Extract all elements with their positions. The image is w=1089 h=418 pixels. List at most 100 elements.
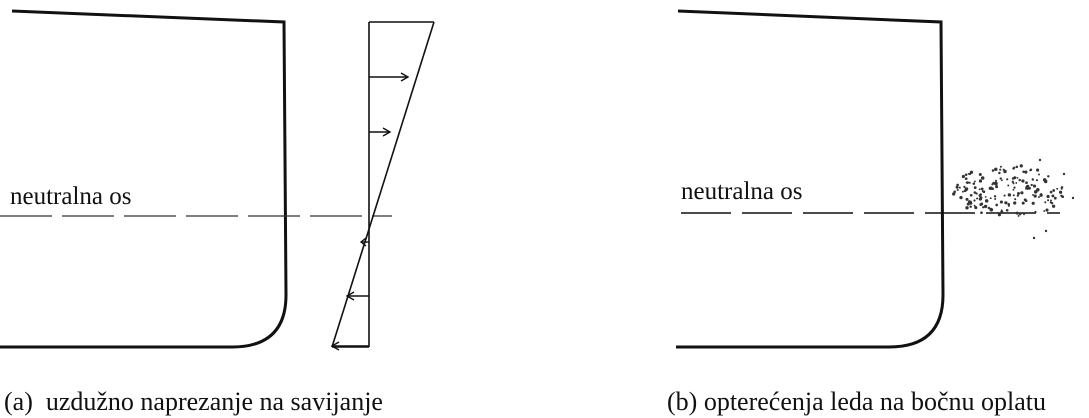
- ice-particle: [959, 195, 963, 200]
- ice-particle: [1032, 236, 1036, 240]
- caption-b: (b) opterećenja leda na bočnu oplatu: [667, 387, 1046, 416]
- ice-particle: [1032, 184, 1037, 188]
- ice-particle: [982, 206, 985, 209]
- ice-particle: [1014, 198, 1017, 201]
- ice-particle: [965, 197, 969, 201]
- ice-particle: [1053, 196, 1057, 200]
- ice-particle: [969, 171, 973, 174]
- ice-particle: [956, 188, 959, 192]
- ice-particle: [1016, 194, 1019, 197]
- ice-particle: [994, 179, 997, 182]
- ice-particle: [999, 168, 1002, 171]
- ice-particle: [1026, 184, 1030, 189]
- ice-particle: [955, 185, 959, 189]
- ice-particle: [1047, 199, 1050, 202]
- ice-particle: [973, 180, 976, 183]
- ice-particle: [969, 193, 973, 197]
- ice-particle: [998, 171, 1001, 175]
- stress-arrow: [369, 127, 392, 137]
- compression-arrows: [330, 237, 369, 351]
- ice-particle: [1030, 183, 1033, 187]
- ice-particle: [975, 192, 978, 195]
- panel-a: neutralna os: [0, 9, 435, 416]
- ice-particle: [1038, 173, 1040, 176]
- ice-particle: [1012, 182, 1015, 185]
- ice-particle: [978, 172, 982, 177]
- stress-arrow: [359, 237, 369, 247]
- ice-particle: [1047, 175, 1050, 178]
- stress-arrow: [369, 72, 410, 82]
- ice-particle: [1051, 194, 1055, 198]
- ice-particle: [1024, 170, 1028, 174]
- ice-particle: [1034, 210, 1037, 214]
- ice-particle: [1031, 201, 1035, 205]
- ice-particle: [973, 191, 977, 194]
- ice-particle: [997, 213, 1001, 217]
- ice-particle: [989, 186, 993, 190]
- ice-particle: [1044, 201, 1047, 204]
- ice-particle: [1015, 211, 1019, 215]
- ice-load-pressure-zone: [952, 158, 1075, 240]
- ice-particle: [1013, 186, 1016, 189]
- ice-particle: [1011, 180, 1014, 183]
- ice-particle: [1045, 208, 1049, 212]
- stress-distribution: [330, 21, 435, 351]
- ice-particle: [1015, 181, 1018, 184]
- ice-particle: [972, 182, 976, 185]
- ice-particle: [981, 190, 984, 193]
- ice-particle: [1007, 193, 1012, 197]
- ice-particle: [1017, 214, 1020, 217]
- ice-particle: [995, 185, 999, 189]
- ice-particle: [1021, 201, 1025, 205]
- ice-particle: [1011, 177, 1015, 180]
- ice-particle: [1037, 196, 1040, 199]
- ice-particle: [1018, 212, 1022, 216]
- ice-particle: [1043, 210, 1046, 212]
- ice-particle: [999, 177, 1002, 180]
- ice-particle: [991, 169, 995, 172]
- ice-particle: [1035, 179, 1039, 182]
- ice-particle: [1004, 201, 1008, 205]
- ice-particle: [1021, 179, 1025, 183]
- ice-particle: [953, 190, 956, 194]
- ice-particle: [1013, 201, 1017, 205]
- ice-particle: [1007, 184, 1010, 187]
- ice-particle: [1052, 189, 1056, 192]
- ice-particle: [1015, 165, 1019, 169]
- ice-particle: [1060, 186, 1064, 189]
- ice-particle: [999, 165, 1002, 168]
- caption-a: (a) uzdužno naprezanje na savijanje: [4, 387, 383, 416]
- ice-particle: [956, 183, 959, 187]
- ice-particle: [1025, 187, 1027, 190]
- ice-particle: [1001, 179, 1003, 182]
- ice-particle: [1060, 194, 1063, 197]
- ice-particle: [1012, 188, 1015, 191]
- ice-particle: [1031, 178, 1035, 181]
- ice-particle: [978, 194, 982, 197]
- ice-particle: [1016, 177, 1019, 179]
- ice-particle: [978, 188, 981, 191]
- ice-particle: [1049, 190, 1053, 194]
- ice-particle: [1040, 193, 1043, 195]
- ice-particle: [973, 199, 976, 202]
- ice-particle: [999, 200, 1003, 204]
- ice-particle: [983, 204, 988, 209]
- ice-particle: [1023, 198, 1027, 201]
- ice-particle: [987, 206, 991, 210]
- ice-particle: [976, 197, 979, 200]
- ice-particle: [1029, 169, 1032, 172]
- ice-particle: [1044, 229, 1048, 233]
- ice-particle: [1000, 210, 1004, 214]
- ice-particle: [1036, 188, 1040, 192]
- ice-particle: [989, 208, 994, 212]
- tension-arrows: [369, 72, 410, 137]
- ice-particle: [989, 197, 992, 200]
- ice-particle: [1058, 190, 1063, 194]
- ice-particle: [1002, 168, 1005, 171]
- ice-particle: [982, 177, 985, 180]
- ice-particle: [994, 181, 998, 186]
- neutral-axis-label: neutralna os: [10, 183, 131, 210]
- ice-particle: [961, 190, 964, 193]
- ice-particle: [973, 204, 976, 207]
